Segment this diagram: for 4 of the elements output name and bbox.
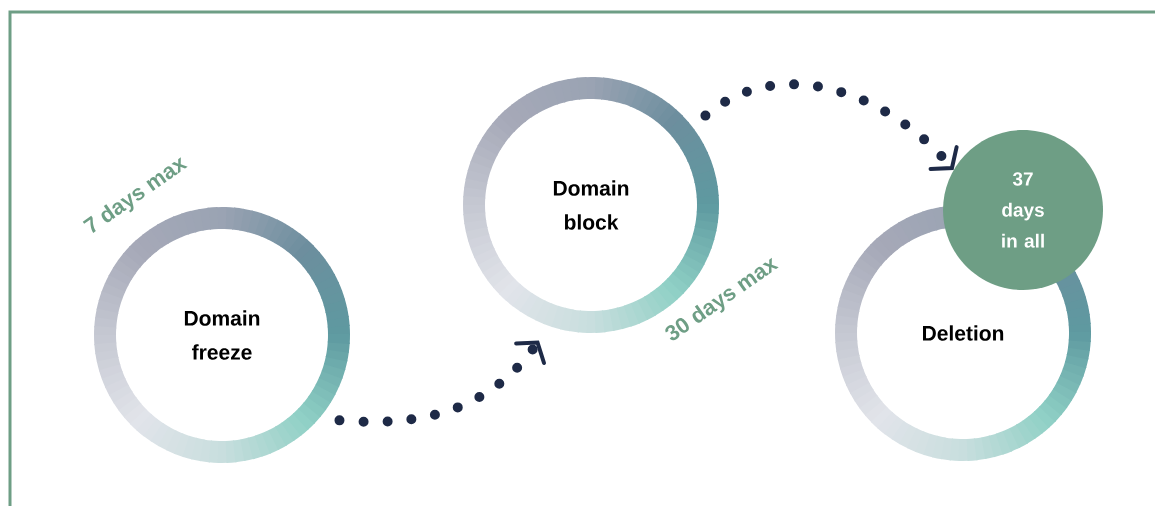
duration-label: 7 days max [82, 157, 188, 233]
dotted-arrow [700, 79, 959, 172]
duration-label: 30 days max [665, 257, 779, 341]
dotted-arrow [334, 339, 546, 427]
